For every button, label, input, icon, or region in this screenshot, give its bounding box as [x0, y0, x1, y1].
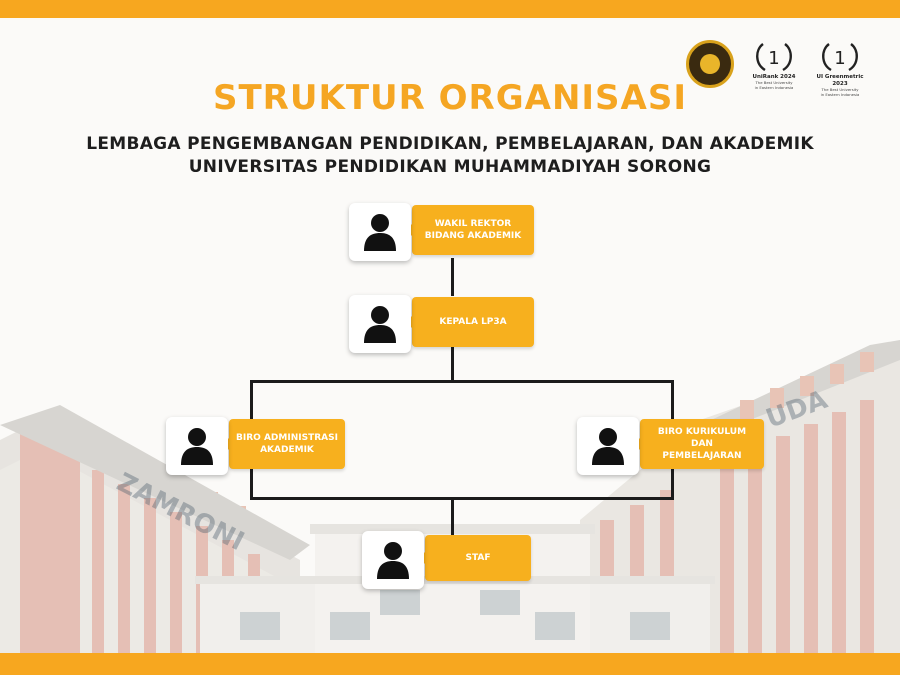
person-icon: [364, 214, 396, 251]
avatar: [577, 417, 639, 475]
laurel-icon: 1: [822, 43, 858, 72]
award-desc: in Eastern Indonesia: [820, 91, 860, 97]
award-desc: The Best University: [755, 80, 793, 85]
connector-branch-horizontal-bottom: [250, 497, 674, 500]
person-icon: [364, 306, 396, 343]
connector-kepala-branch: [451, 344, 454, 382]
person-icon: [181, 428, 213, 465]
avatar: [166, 417, 228, 475]
logo-group: 1 UniRank 2024 The Best University in Ea…: [686, 40, 866, 97]
subtitle-institution: LEMBAGA PENGEMBANGAN PENDIDIKAN, PEMBELA…: [86, 134, 814, 154]
award-title: UI Greenmetric 2023: [816, 74, 864, 87]
avatar: [349, 295, 411, 353]
connector-to-staf: [451, 497, 454, 535]
bottom-accent-bar: [0, 653, 900, 675]
award-desc: The Best University: [821, 87, 859, 92]
org-node-label: KEPALA LP3A: [406, 297, 534, 347]
award-badge-greenmetric: 1 UI Greenmetric 2023 The Best Universit…: [814, 40, 866, 97]
university-seal-logo: [686, 40, 734, 88]
top-accent-bar: [0, 0, 900, 18]
svg-text:1: 1: [834, 48, 845, 69]
laurel-icon: 1: [756, 43, 792, 72]
avatar: [349, 203, 411, 261]
svg-text:1: 1: [768, 48, 779, 69]
person-icon: [377, 542, 409, 579]
org-node-label: STAF: [419, 535, 531, 581]
person-icon: [592, 428, 624, 465]
subtitle-university: UNIVERSITAS PENDIDIKAN MUHAMMADIYAH SORO…: [188, 157, 712, 177]
award-desc: in Eastern Indonesia: [754, 84, 794, 90]
page-title: STRUKTUR ORGANISASI: [213, 78, 687, 118]
award-badge-unirank: 1 UniRank 2024 The Best University in Ea…: [748, 40, 800, 90]
connector-branch-horizontal-top: [250, 380, 674, 383]
connector-wakil-kepala: [451, 258, 454, 296]
avatar: [362, 531, 424, 589]
award-title: UniRank 2024: [752, 74, 796, 80]
